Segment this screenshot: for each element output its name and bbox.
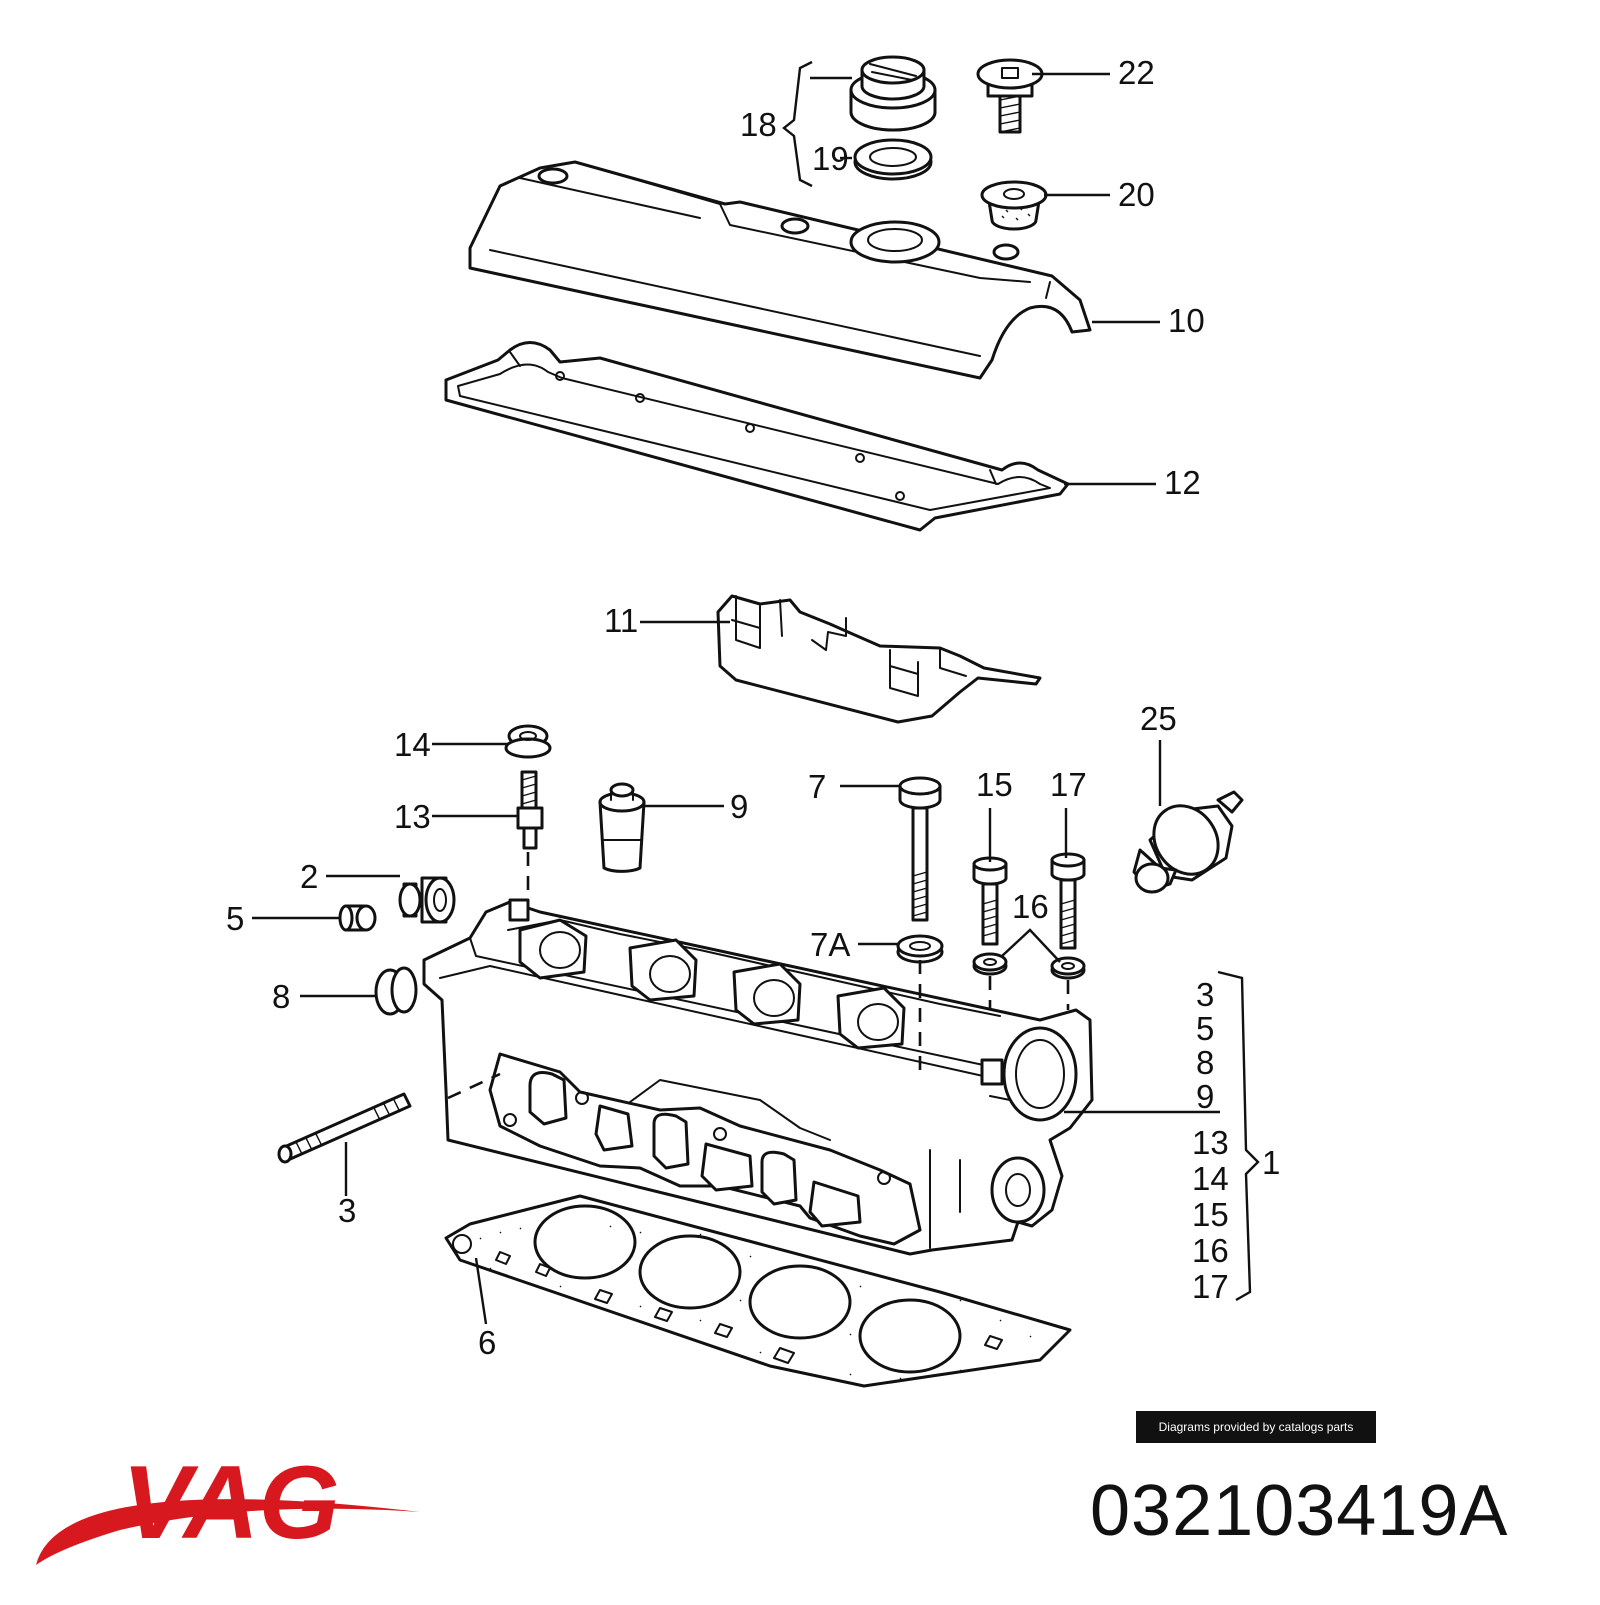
shaft-seal: [398, 876, 456, 924]
stud-nut: [504, 724, 552, 759]
sealing-cap: [374, 966, 418, 1016]
group-list: 3 5 8 9 13 14 15 16 17: [1192, 976, 1229, 1305]
hydraulic-tappet: [598, 782, 646, 873]
logo-text: VAG: [122, 1445, 340, 1561]
group-item: 17: [1192, 1268, 1229, 1305]
manifold-stud: [277, 1092, 412, 1164]
callout-16: 16: [1012, 888, 1049, 925]
bolt-15: [972, 856, 1008, 946]
washer-16b: [1050, 956, 1086, 980]
diagram-credit: Diagrams provided by catalogs parts: [1136, 1411, 1376, 1443]
callout-9: 9: [730, 788, 748, 825]
callout-1: 1: [1262, 1144, 1280, 1181]
cylinder-head-cover: [468, 160, 1092, 380]
washer-16a: [972, 952, 1008, 976]
part-number: 032103419A: [1090, 1471, 1509, 1551]
callout-7a: 7A: [810, 926, 850, 963]
callout-6: 6: [478, 1324, 496, 1361]
cover-bolt: [976, 58, 1044, 134]
callout-7: 7: [808, 768, 826, 805]
grommet: [980, 180, 1048, 231]
head-bolt: [898, 776, 942, 922]
oil-pressure-switch: [1132, 790, 1244, 894]
group-item: 15: [1192, 1196, 1229, 1233]
callout-11: 11: [604, 602, 638, 639]
callout-17: 17: [1050, 766, 1087, 803]
callout-12: 12: [1164, 464, 1201, 501]
group-item: 16: [1192, 1232, 1229, 1269]
bolt-17: [1050, 852, 1086, 950]
head-bolt-washer: [896, 934, 944, 964]
group-item: 3: [1196, 976, 1214, 1013]
cap-seal-ring: [853, 138, 933, 181]
oil-filler-cap: [849, 55, 937, 132]
callout-19: 19: [812, 140, 849, 177]
stud: [516, 770, 544, 900]
cover-gasket: [444, 341, 1070, 532]
group-item: 8: [1196, 1044, 1214, 1081]
oil-baffle: [716, 594, 1042, 724]
callout-8: 8: [272, 978, 290, 1015]
group-item: 9: [1196, 1078, 1214, 1115]
callout-5: 5: [226, 900, 244, 937]
cylinder-head: [422, 898, 1094, 1256]
group-item: 5: [1196, 1010, 1214, 1047]
callout-13: 13: [394, 798, 431, 835]
callout-20: 20: [1118, 176, 1155, 213]
callout-14: 14: [394, 726, 431, 763]
vag-logo: VAG: [36, 1445, 420, 1565]
head-gasket: [444, 1194, 1072, 1388]
callout-3: 3: [338, 1192, 356, 1229]
callout-10: 10: [1168, 302, 1205, 339]
callout-25: 25: [1140, 700, 1177, 737]
callout-2: 2: [300, 858, 318, 895]
callout-15: 15: [976, 766, 1013, 803]
sealing-plug: [338, 904, 377, 932]
group-item: 13: [1192, 1124, 1229, 1161]
callout-22: 22: [1118, 54, 1155, 91]
group-item: 14: [1192, 1160, 1229, 1197]
logo-swoosh: [36, 1499, 420, 1565]
callout-18: 18: [740, 106, 777, 143]
